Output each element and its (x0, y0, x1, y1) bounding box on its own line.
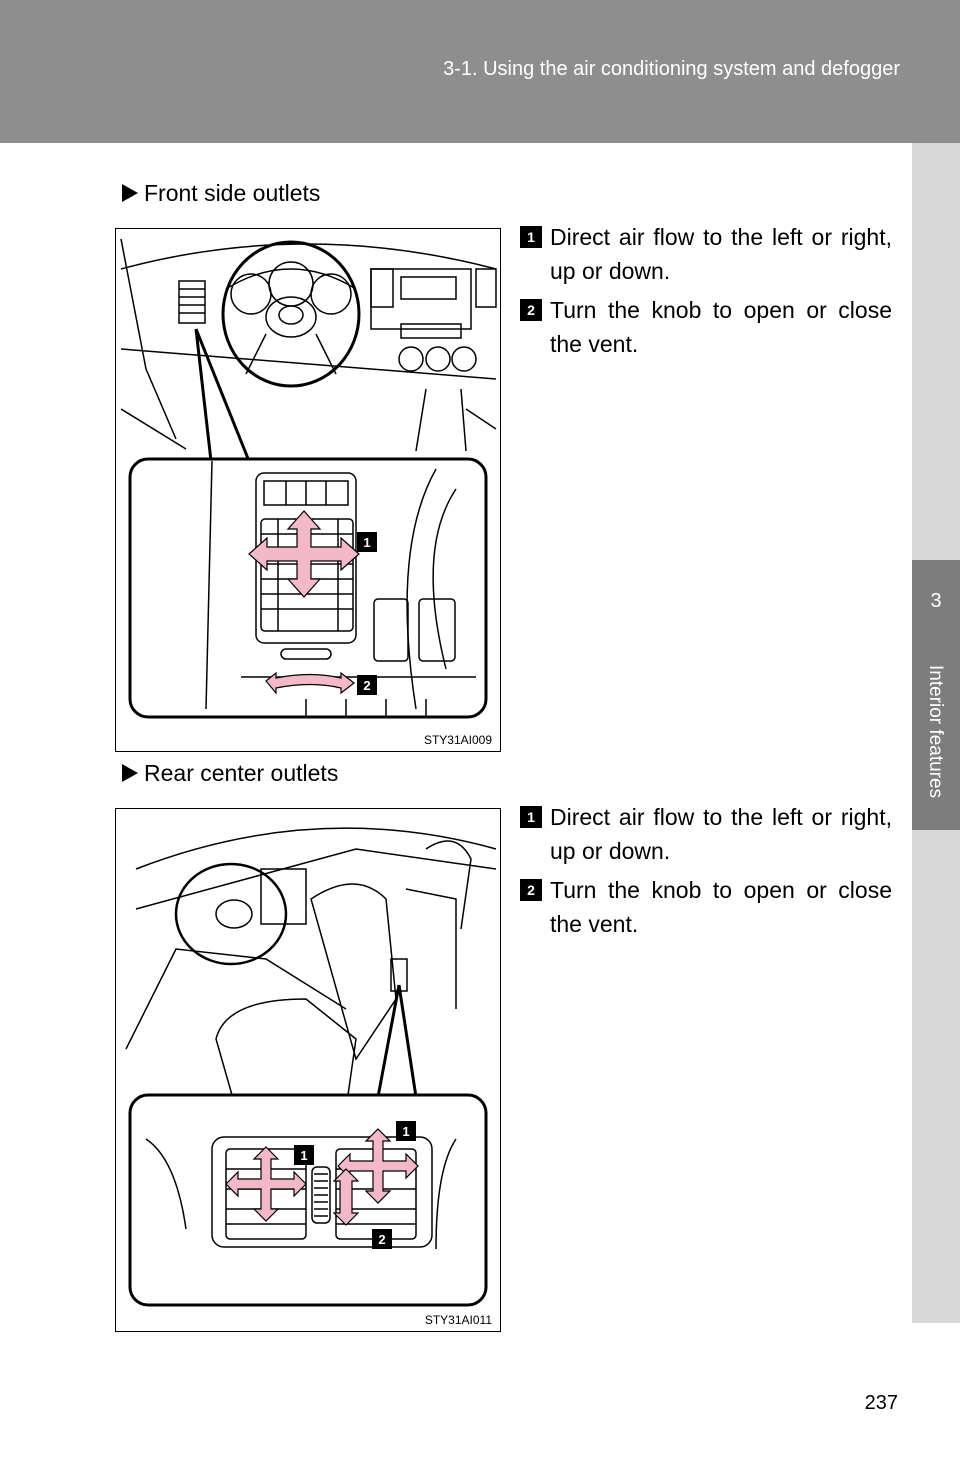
figure-code: STY31AI011 (424, 1313, 492, 1327)
step-item: 2 Turn the knob to open or close the ven… (520, 873, 892, 941)
callout-badge (372, 1229, 392, 1249)
step-text: Direct air flow to the left or right, up… (550, 224, 892, 284)
chapter-label: Interior features (925, 665, 946, 799)
section-heading-rear: Rear center outlets (122, 760, 338, 787)
step-badge: 1 (520, 806, 542, 828)
step-text: Direct air flow to the left or right, up… (550, 804, 892, 864)
step-badge: 1 (520, 226, 542, 248)
front-dashboard-illustration: 1 2 (120, 238, 497, 719)
page-header: 3-1. Using the air conditioning system a… (0, 0, 960, 143)
step-text: Turn the knob to open or close the vent. (550, 877, 892, 937)
chapter-tab[interactable]: 3 Interior features (912, 560, 960, 830)
chapter-number: 3 (930, 590, 942, 612)
rear-cabin-illustration: 1 1 2 (125, 827, 497, 1307)
callout-badge (357, 532, 377, 552)
callout-badge (357, 675, 377, 695)
callout-label: 1 (363, 535, 370, 550)
section-heading-front: Front side outlets (122, 180, 320, 207)
figure-rear-center-outlets: 1 1 2 STY31AI011 (115, 808, 501, 1332)
triangle-bullet-icon (122, 764, 138, 782)
step-item: 1 Direct air flow to the left or right, … (520, 800, 892, 868)
step-item: 2 Turn the knob to open or close the ven… (520, 293, 892, 361)
callout-label: 2 (363, 678, 370, 693)
callout-badge (396, 1121, 416, 1141)
step-text: Turn the knob to open or close the vent. (550, 297, 892, 357)
callout-badge (294, 1145, 314, 1165)
page-number: 237 (864, 1392, 898, 1414)
step-item: 1 Direct air flow to the left or right, … (520, 220, 892, 288)
callout-label: 1 (402, 1124, 409, 1139)
figure-front-side-outlets: 1 2 STY31AI009 (115, 228, 501, 752)
triangle-bullet-icon (122, 184, 138, 202)
step-badge: 2 (520, 299, 542, 321)
callout-label: 2 (378, 1232, 385, 1247)
step-badge: 2 (520, 879, 542, 901)
chapter-section-title: 3-1. Using the air conditioning system a… (443, 58, 900, 80)
figure-code: STY31AI009 (423, 733, 492, 747)
callout-label: 1 (300, 1148, 307, 1163)
